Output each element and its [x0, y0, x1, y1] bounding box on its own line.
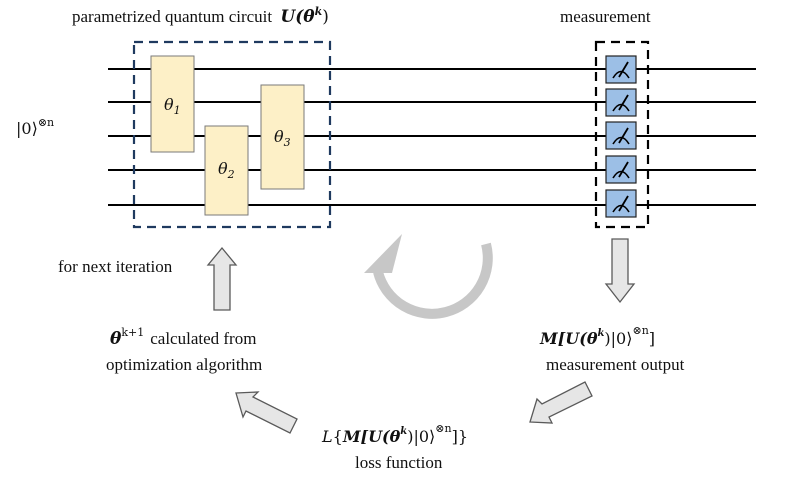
meter-icon [605, 88, 637, 117]
measurement-output-label: measurement output [546, 355, 685, 374]
gate-theta-2: θ2 [204, 125, 249, 216]
measurement-dashed-box [594, 40, 650, 229]
gate-theta-1: θ1 [150, 55, 195, 153]
gate-label: θ1 [164, 95, 181, 117]
gate-label: θ2 [218, 159, 235, 181]
gate-box [150, 55, 195, 153]
measurement-meters [605, 55, 637, 218]
loss-arrow-icon [529, 381, 593, 424]
iteration-cycle-icon [364, 234, 493, 319]
next-iteration-label: for next iteration [58, 257, 173, 276]
gate-label: θ3 [274, 127, 291, 149]
circuit-title: parametrized quantum circuit U(θk) [72, 5, 329, 27]
loss-function-label: loss function [355, 453, 443, 472]
update-algorithm-label: optimization algorithm [106, 355, 262, 374]
gate-box [260, 84, 305, 190]
measurement-title: measurement [560, 7, 651, 26]
gate-theta-3: θ3 [260, 84, 305, 190]
up-arrow-icon [206, 246, 238, 311]
measurement-expression: M[U(θk)|0⟩⊗n] [539, 324, 655, 348]
optimization-arrow-icon [235, 391, 298, 434]
meter-icon [605, 155, 637, 184]
circuit-dashed-box [132, 40, 332, 229]
gate-box [204, 125, 249, 216]
meter-icon [605, 55, 637, 84]
input-state-label: |0⟩⊗n [16, 116, 54, 138]
meter-icon [605, 121, 637, 150]
down-arrow-icon [604, 238, 636, 304]
loss-expression: L{M[U(θk)|0⟩⊗n]} [321, 422, 468, 446]
meter-icon [605, 189, 637, 218]
